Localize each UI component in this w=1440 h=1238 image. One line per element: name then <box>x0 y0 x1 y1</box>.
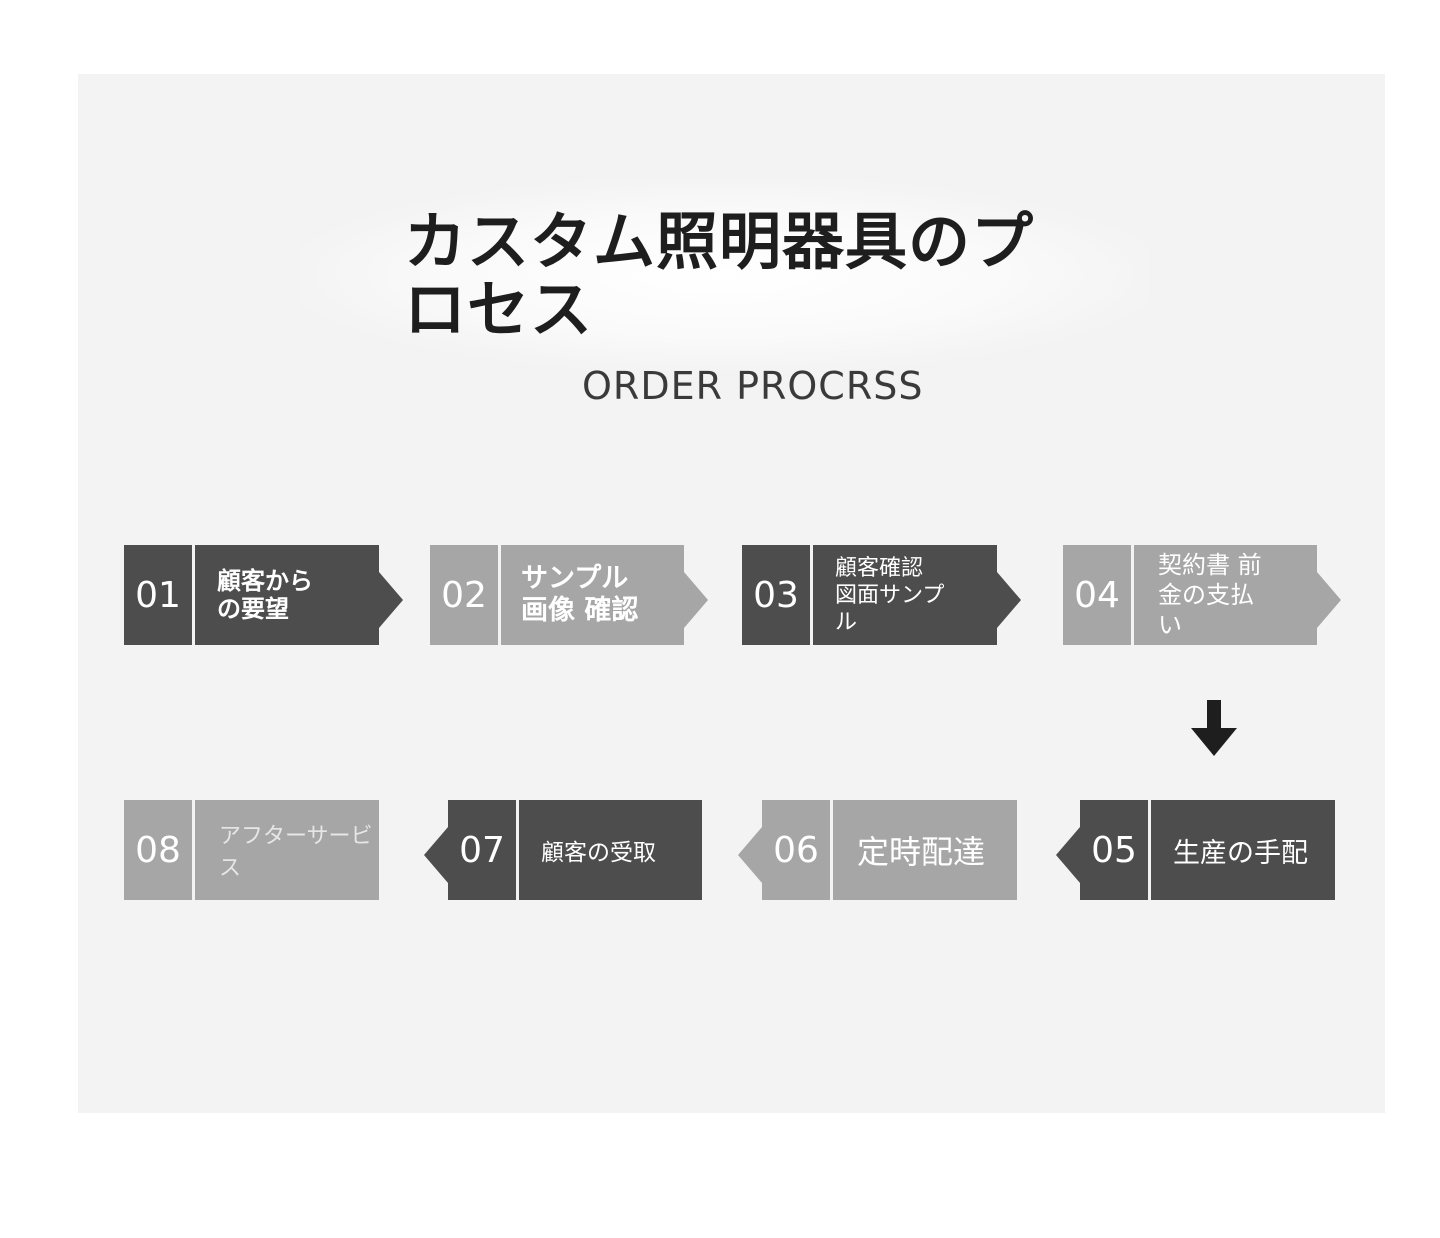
step-divider <box>192 545 195 645</box>
process-step-01: 01 顧客から の要望 <box>124 545 379 645</box>
process-step-02: 02 サンプル 画像 確認 <box>430 545 684 645</box>
page-title: カスタム照明器具のプロセス <box>404 205 1035 346</box>
arrow-right-icon <box>1317 572 1341 628</box>
process-step-08: 08 アフターサービス <box>124 800 379 900</box>
step-number: 01 <box>124 545 192 645</box>
arrow-right-icon <box>379 572 403 628</box>
step-number: 03 <box>742 545 810 645</box>
arrow-right-icon <box>997 572 1021 628</box>
step-divider <box>192 800 195 900</box>
step-body: 生産の手配 <box>1151 800 1335 900</box>
arrow-down-icon <box>1191 700 1237 756</box>
process-step-04: 04 契約書 前 金の支払 い <box>1063 545 1317 645</box>
step-label: 契約書 前 金の支払 い <box>1158 551 1262 639</box>
step-divider <box>830 800 833 900</box>
step-divider <box>1131 545 1134 645</box>
step-label: アフターサービス <box>219 824 373 881</box>
step-divider <box>516 800 519 900</box>
step-divider <box>498 545 501 645</box>
step-body: 顧客から の要望 <box>195 545 379 645</box>
step-body: 顧客の受取 <box>519 800 702 900</box>
step-number: 08 <box>124 800 192 900</box>
step-label: 定時配達 <box>857 833 986 871</box>
step-label: 顧客確認 図面サンプ ル <box>835 555 945 635</box>
arrow-left-icon <box>1056 827 1080 883</box>
arrow-left-icon <box>424 827 448 883</box>
step-number: 02 <box>430 545 498 645</box>
step-label: サンプル 画像 確認 <box>521 563 639 626</box>
arrow-left-icon <box>738 827 762 883</box>
step-divider <box>810 545 813 645</box>
step-number: 04 <box>1063 545 1131 645</box>
step-label: 生産の手配 <box>1173 837 1308 869</box>
step-body: 定時配達 <box>833 800 1017 900</box>
process-step-05: 05 生産の手配 <box>1080 800 1335 900</box>
title-glow <box>300 180 1150 370</box>
process-step-07: 07 顧客の受取 <box>448 800 702 900</box>
step-label: 顧客の受取 <box>541 840 656 866</box>
process-step-06: 06 定時配達 <box>762 800 1017 900</box>
step-number: 07 <box>448 800 516 900</box>
page-subtitle: ORDER PROCRSS <box>582 364 924 408</box>
step-body: 契約書 前 金の支払 い <box>1134 545 1317 645</box>
step-divider <box>1148 800 1151 900</box>
step-number: 05 <box>1080 800 1148 900</box>
step-label: 顧客から の要望 <box>217 567 313 623</box>
step-body: 顧客確認 図面サンプ ル <box>813 545 997 645</box>
step-body: サンプル 画像 確認 <box>501 545 684 645</box>
step-number: 06 <box>762 800 830 900</box>
step-body: アフターサービス <box>195 800 379 900</box>
process-step-03: 03 顧客確認 図面サンプ ル <box>742 545 997 645</box>
arrow-right-icon <box>684 572 708 628</box>
